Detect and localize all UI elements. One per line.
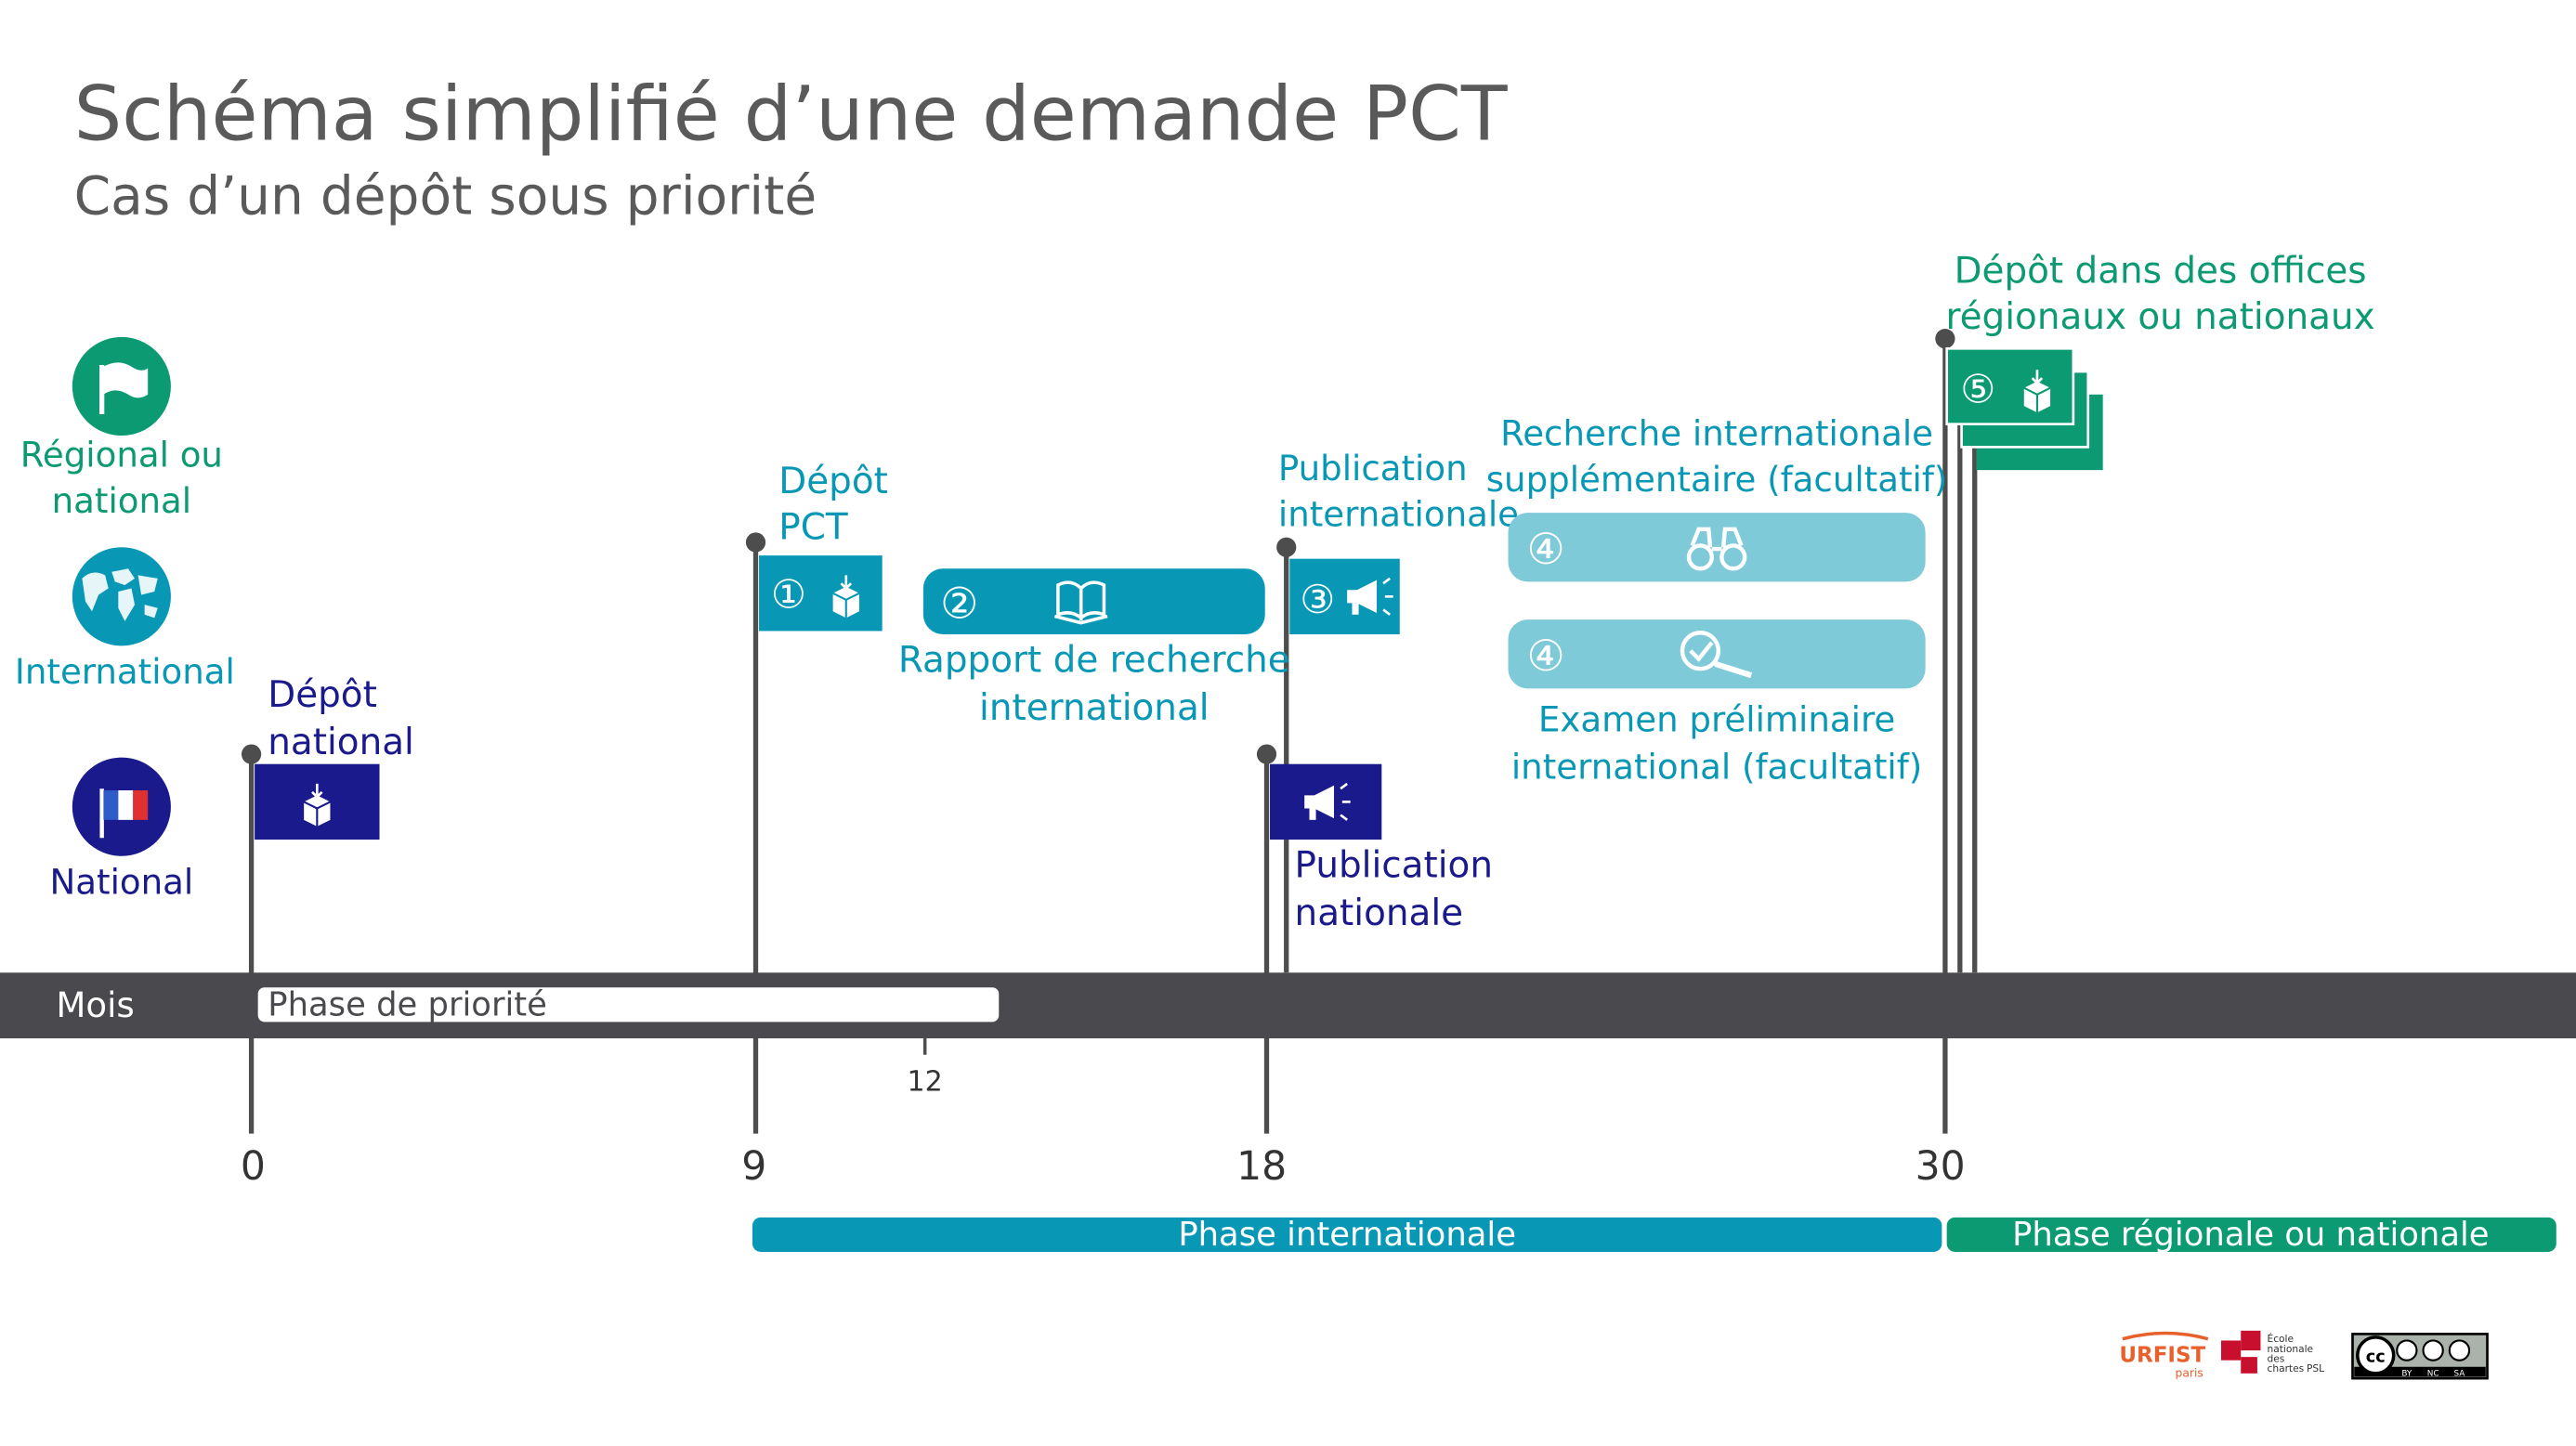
event-intl-publication: Publication internationale ③: [1278, 449, 1519, 635]
event-pct-filing: Dépôt PCT ①: [759, 461, 888, 632]
national-filing-label-2: national: [268, 722, 414, 763]
step-number-4a: ④: [1527, 524, 1565, 574]
legend-regional: Régional ou national: [20, 336, 223, 521]
event-national-filing: Dépôt national: [255, 674, 414, 840]
page-subtitle: Cas d’un dépôt sous priorité: [74, 165, 817, 227]
magnifier-check-icon: [1680, 631, 1753, 679]
pct-filing-flag: [759, 555, 883, 632]
intl-publication-label-2: internationale: [1278, 494, 1519, 534]
regional-filing-flag-1: [1945, 346, 2075, 425]
international-phase-label: Phase internationale: [1178, 1216, 1516, 1254]
supplementary-search-label-1: Recherche internationale: [1500, 414, 1933, 454]
timeline-bar-label: Mois: [56, 985, 134, 1025]
legend-national-label: National: [50, 862, 194, 902]
creative-commons-license: cc BY NC SA: [2351, 1333, 2489, 1380]
svg-text:chartes: chartes: [2268, 1362, 2305, 1374]
svg-text:des: des: [2268, 1352, 2285, 1364]
step-number-5: ⑤: [1960, 368, 1995, 413]
legend-national: National: [50, 757, 194, 902]
step-number-2: ②: [940, 578, 978, 628]
svg-text:BY: BY: [2401, 1369, 2413, 1378]
international-phase-bar: [752, 1217, 1942, 1252]
regional-filing-label-2: régionaux ou nationaux: [1946, 296, 2375, 338]
event-regional-filing: Dépôt dans des offices régionaux ou nati…: [1945, 251, 2375, 471]
preliminary-exam-label-2: international (facultatif): [1511, 748, 1922, 788]
national-publication-label-1: Publication: [1295, 845, 1493, 887]
tick-label-18: 18: [1236, 1144, 1287, 1190]
step-number-1: ①: [771, 573, 806, 619]
priority-phase-bar: [257, 987, 1000, 1023]
svg-text:NC: NC: [2427, 1369, 2439, 1378]
priority-phase-label: Phase de priorité: [268, 985, 547, 1023]
tick-label-9: 9: [741, 1144, 766, 1190]
step-number-4b: ④: [1527, 631, 1565, 681]
regional-phase-bar: [1946, 1217, 2556, 1252]
legend-regional-label-2: national: [52, 481, 191, 521]
page-title: Schéma simplifié d’une demande PCT: [74, 71, 1508, 159]
pct-filing-label-1: Dépôt: [778, 461, 888, 502]
legend-international: International: [15, 547, 235, 692]
intl-publication-label-1: Publication: [1278, 449, 1468, 489]
tick-label-30: 30: [1916, 1144, 1966, 1190]
ecole-des-chartes-logo: École nationale des chartes PSL: [2221, 1330, 2324, 1374]
search-report-label-2: international: [979, 687, 1210, 729]
svg-text:URFIST: URFIST: [2119, 1343, 2205, 1367]
pole-heads: [241, 329, 1955, 764]
svg-text:PSL: PSL: [2307, 1362, 2324, 1374]
search-report-label-1: Rapport de recherche: [898, 640, 1290, 682]
legend-international-label: International: [15, 652, 235, 692]
preliminary-exam-label-1: Examen préliminaire: [1538, 699, 1895, 739]
step-number-3: ③: [1300, 578, 1335, 623]
urfist-logo: URFIST paris: [2119, 1331, 2209, 1379]
open-book-icon: [1053, 580, 1108, 625]
event-national-publication: Publication nationale: [1270, 763, 1493, 934]
search-report-bar: [922, 568, 1265, 635]
national-publication-label-2: nationale: [1295, 892, 1464, 934]
binoculars-icon: [1686, 527, 1747, 571]
svg-text:SA: SA: [2454, 1369, 2465, 1378]
event-supplementary-search: Recherche internationale supplémentaire …: [1486, 414, 1948, 582]
legend-regional-label-1: Régional ou: [20, 436, 223, 475]
event-search-report: ② Rapport de recherche international: [898, 568, 1290, 729]
svg-text:cc: cc: [2366, 1348, 2386, 1366]
supplementary-search-label-2: supplémentaire (facultatif): [1486, 460, 1948, 500]
svg-text:nationale: nationale: [2268, 1343, 2314, 1355]
national-filing-label-1: Dépôt: [268, 674, 377, 716]
tick-label-12: 12: [908, 1066, 943, 1099]
event-preliminary-exam: ④ Examen préliminaire international (fac…: [1508, 619, 1926, 788]
regional-phase-label: Phase régionale ou nationale: [2012, 1216, 2489, 1254]
svg-text:paris: paris: [2175, 1366, 2203, 1379]
svg-text:École: École: [2268, 1333, 2295, 1345]
regional-filing-label-1: Dépôt dans des offices: [1955, 251, 2367, 293]
tick-label-0: 0: [241, 1144, 266, 1190]
pct-filing-label-2: PCT: [778, 506, 848, 548]
intl-publication-flag: [1289, 558, 1400, 635]
